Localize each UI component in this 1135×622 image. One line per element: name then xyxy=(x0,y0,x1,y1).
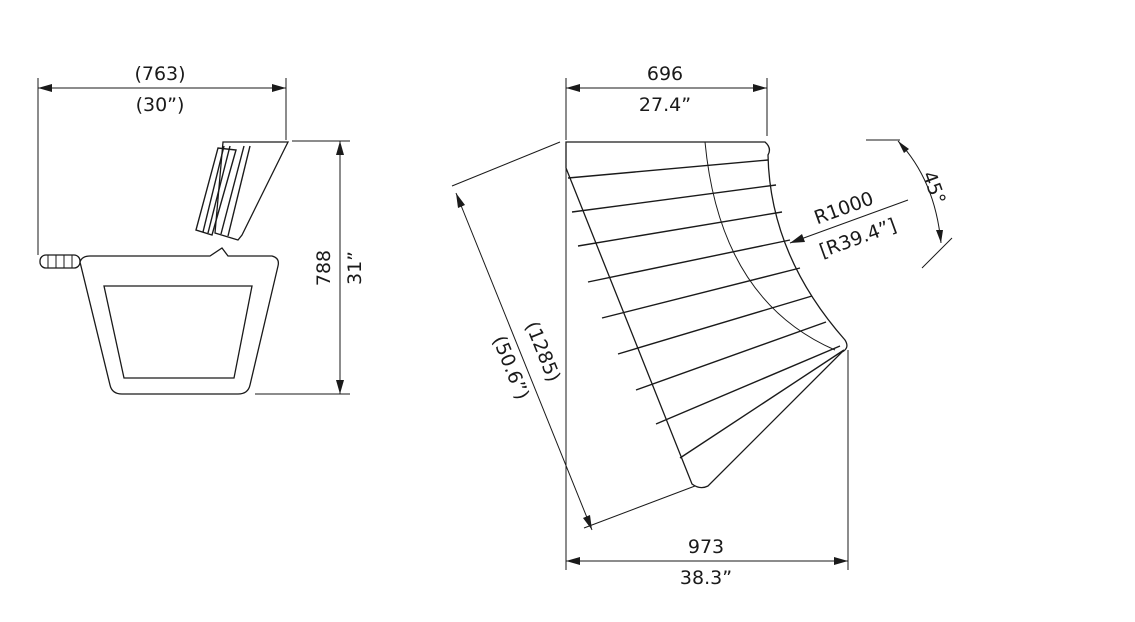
diagonal-dimension-line xyxy=(455,192,593,531)
plan-top-width-in: 27.4” xyxy=(639,94,691,116)
slat-5 xyxy=(601,267,801,319)
plan-view: 696 27.4” 973 38.3” (1285) (50.6”) R1000… xyxy=(451,63,953,589)
inner-curve xyxy=(704,141,836,351)
backrest-slat-line-2 xyxy=(207,145,231,234)
arrowhead-right xyxy=(272,84,286,92)
bench-frame xyxy=(79,247,280,395)
seat-slat-ends xyxy=(39,254,81,269)
arrowhead xyxy=(898,141,909,153)
backrest-slat-line-3 xyxy=(220,145,245,235)
seat-slats xyxy=(39,254,81,269)
plan-diagonal-mm: (1285) xyxy=(521,318,565,385)
frame-opening xyxy=(103,285,253,379)
side-view: (763) (30”) 788 31” xyxy=(37,63,366,395)
arrowhead-left xyxy=(38,84,52,92)
side-height-in: 31” xyxy=(344,251,366,285)
side-height-mm: 788 xyxy=(313,250,335,286)
plan-bottom-width-in: 38.3” xyxy=(680,567,732,589)
slat-3 xyxy=(577,211,783,247)
radius-leader xyxy=(789,199,909,244)
side-width-mm: (763) xyxy=(134,63,185,85)
slat-4 xyxy=(587,239,791,283)
angle-label: 45° xyxy=(918,168,950,207)
diag-extension-bottom xyxy=(583,485,696,529)
slat-2 xyxy=(571,184,777,213)
slat-8 xyxy=(655,345,841,425)
plan-bottom-width-mm: 973 xyxy=(688,536,724,558)
arrowhead xyxy=(753,84,767,92)
arrowhead-top xyxy=(336,141,344,155)
slat-9 xyxy=(679,349,845,459)
plan-top-width-mm: 696 xyxy=(647,63,683,85)
arrowhead xyxy=(936,230,943,243)
backrest-slat-line-4 xyxy=(227,145,251,237)
slat-7 xyxy=(635,321,827,391)
angle-extension-bottom xyxy=(921,237,953,269)
slat-6 xyxy=(617,295,813,355)
arrowhead xyxy=(583,515,592,530)
arrowhead xyxy=(834,557,848,565)
backrest xyxy=(195,141,290,241)
arrowhead xyxy=(790,234,805,243)
bench-outline xyxy=(565,141,848,489)
diag-extension-top xyxy=(451,141,561,187)
backrest-slat-outer xyxy=(214,141,290,241)
side-width-in: (30”) xyxy=(136,94,185,116)
arrowhead xyxy=(566,84,580,92)
arrowhead-bottom xyxy=(336,380,344,394)
arrowhead xyxy=(456,193,465,208)
backrest-slat-1 xyxy=(195,147,237,236)
slat-1 xyxy=(567,159,769,179)
arrowhead xyxy=(566,557,580,565)
backrest-slat-line-1 xyxy=(202,145,225,233)
curved-bench xyxy=(565,141,848,489)
